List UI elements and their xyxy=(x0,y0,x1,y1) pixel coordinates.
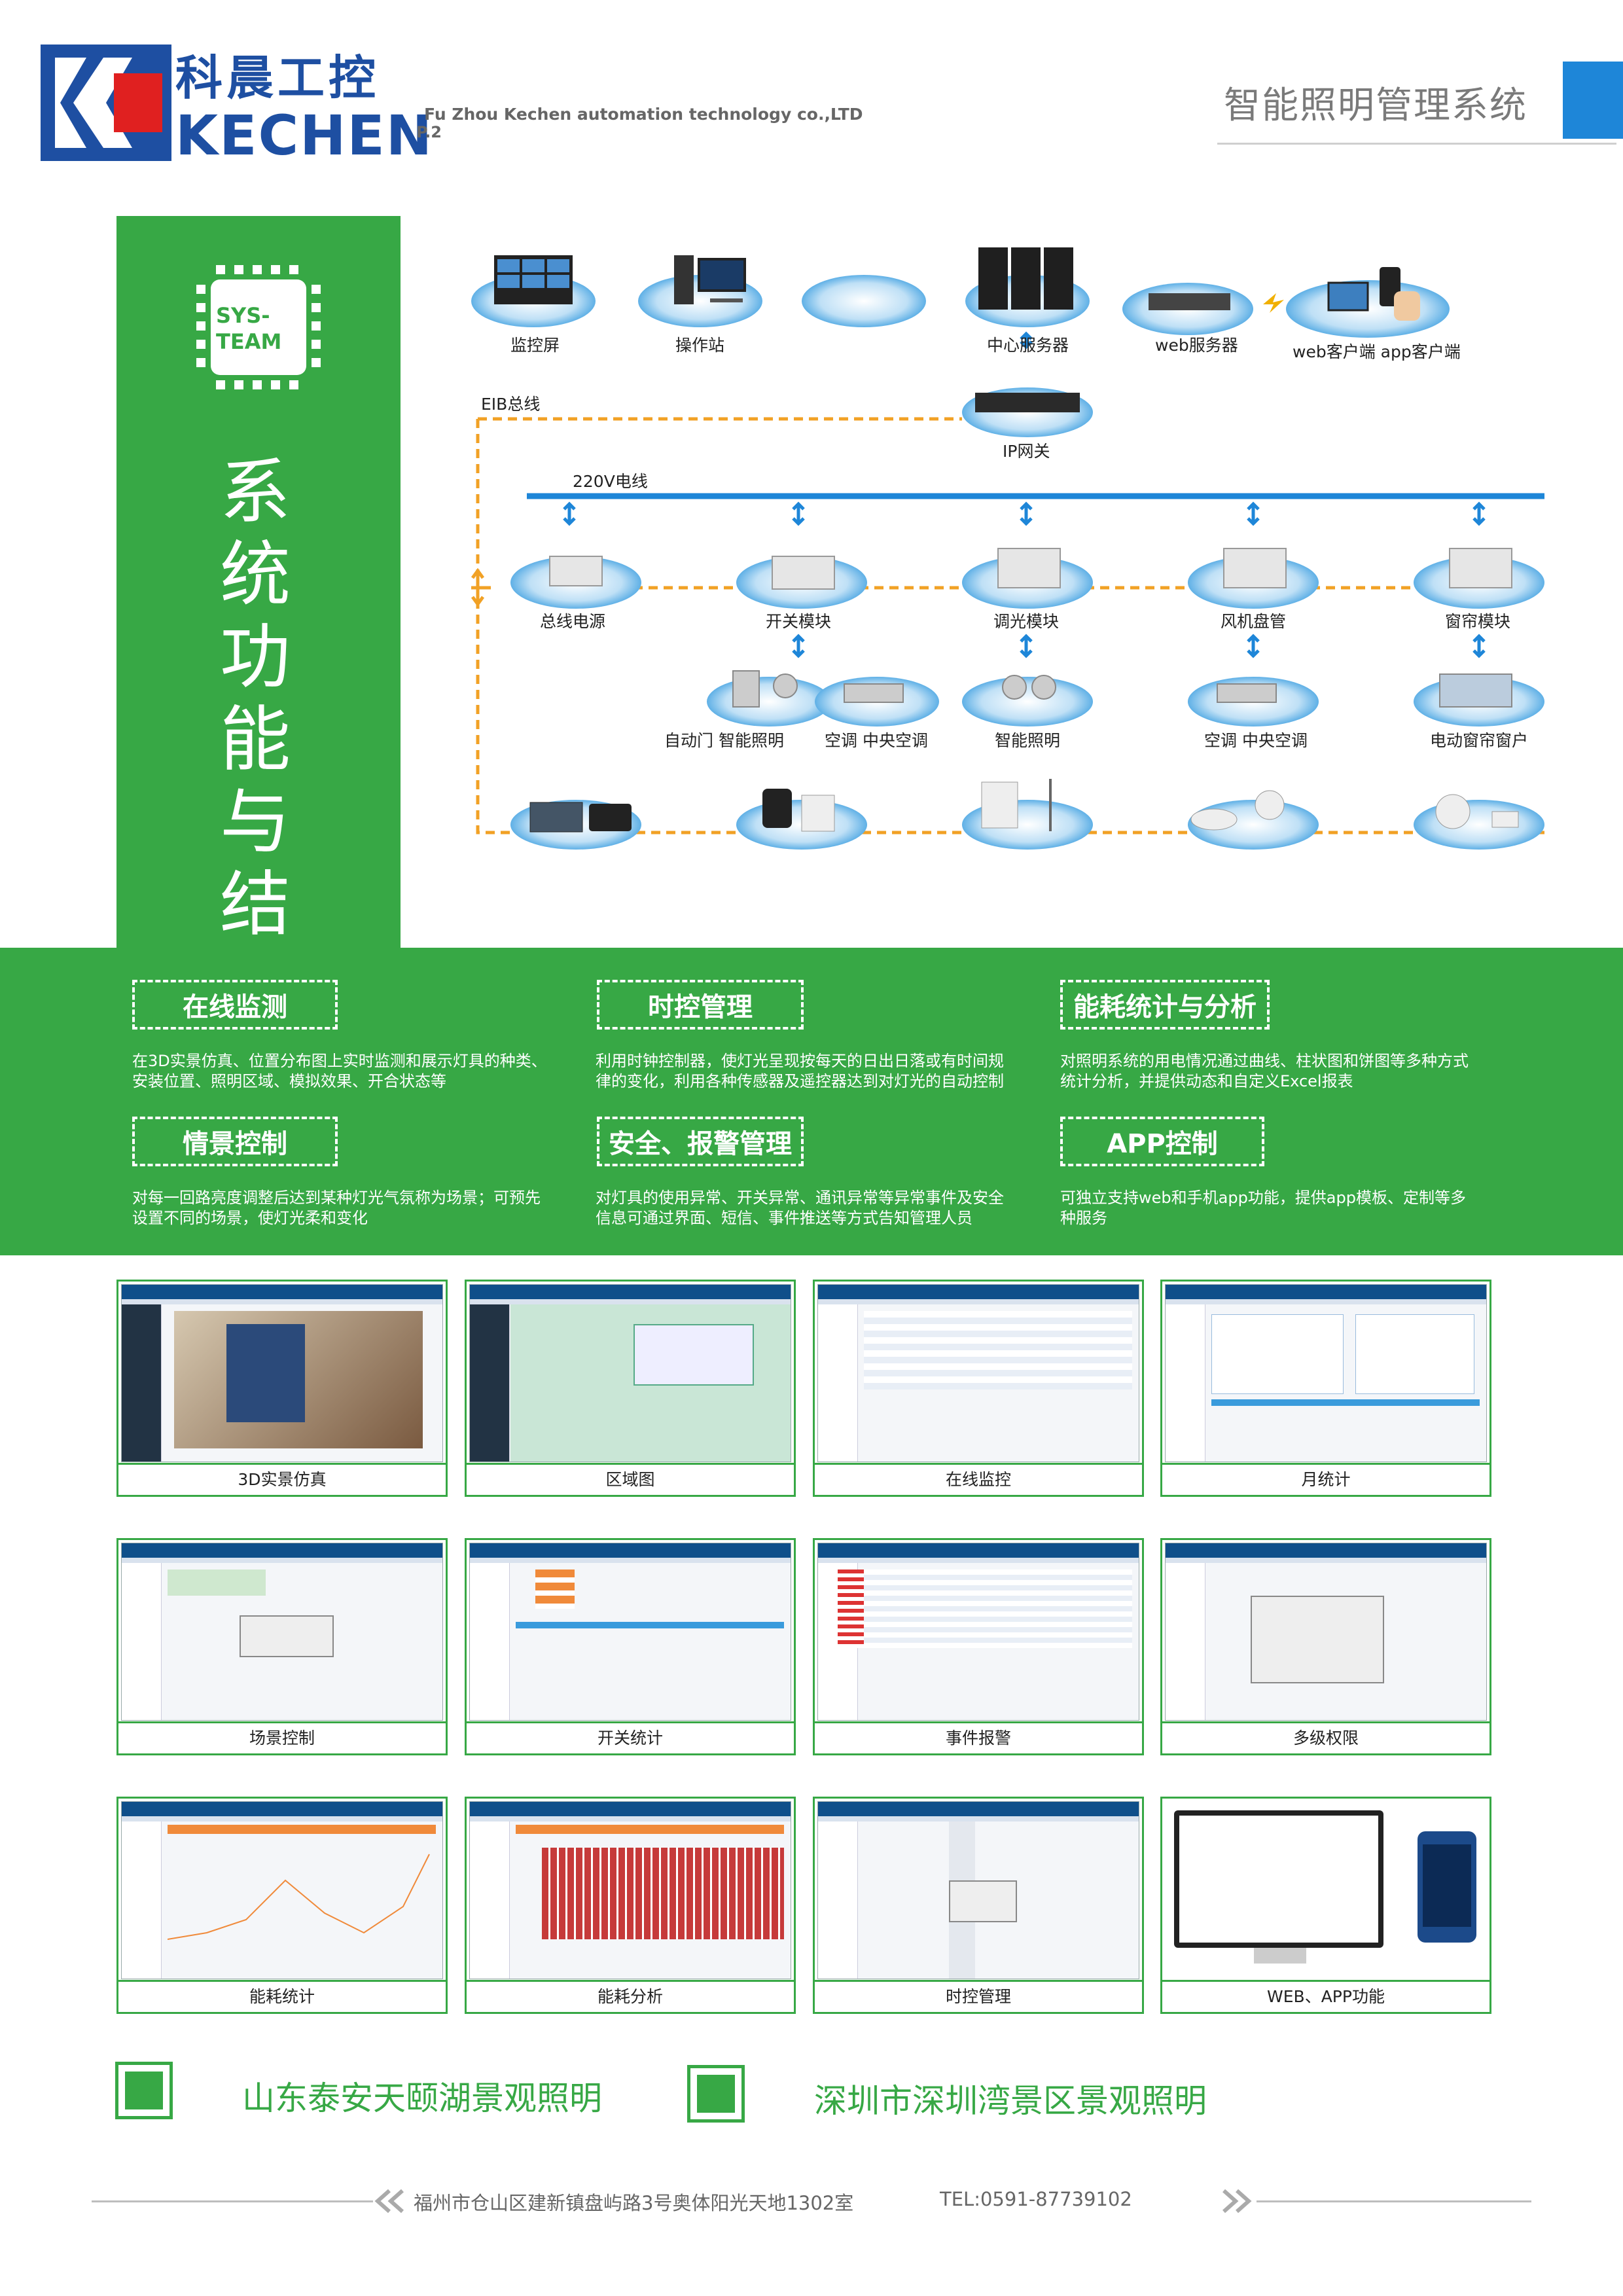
module-icons xyxy=(549,548,1512,590)
chip-icon xyxy=(196,265,321,389)
label-web-server: web服务器 xyxy=(1155,336,1238,355)
footer-line-right xyxy=(1257,2200,1531,2202)
feature-title-energy-stats: 能耗统计与分析 xyxy=(1060,980,1270,1030)
feature-desc-scene-control: 对每一回路亮度调整后达到某种灯光气氛称为场景；可预先设置不同的场景，使灯光柔和变… xyxy=(132,1189,541,1227)
system-title: 智能照明管理系统 xyxy=(1224,84,1527,127)
label-bus-power: 总线电源 xyxy=(540,612,606,631)
caption-energy-stats: 能耗统计 xyxy=(118,1980,446,2012)
label-220v-line: 220V电线 xyxy=(573,472,648,491)
label-operator-station: 操作站 xyxy=(675,336,725,355)
feature-desc-energy-stats: 对照明系统的用电情况通过曲线、柱状图和饼图等多种方式统计分析，并提供动态和自定义… xyxy=(1060,1052,1469,1090)
page-number: P.2 xyxy=(416,123,442,141)
energy-bar-chart-icon xyxy=(542,1848,784,1939)
screenshot-energy-stats: 能耗统计 xyxy=(116,1797,448,2014)
screenshot-online-monitor: 在线监控 xyxy=(813,1280,1144,1497)
energy-line-chart-icon xyxy=(168,1854,430,1940)
label-switch-module: 开关模块 xyxy=(766,612,832,631)
feature-title-safety-alarm: 安全、报警管理 xyxy=(597,1117,804,1166)
label-curtain-module: 窗帘模块 xyxy=(1445,612,1511,631)
caption-scene-control: 场景控制 xyxy=(118,1721,446,1753)
workstation-icon xyxy=(674,255,694,304)
section-title: 系统功能与结构 xyxy=(219,452,291,1028)
label-monitor-screen: 监控屏 xyxy=(510,336,560,355)
double-chevron-right-icon xyxy=(1222,2189,1252,2213)
label-central-server: 中心服务器 xyxy=(987,336,1069,355)
feature-desc-online-monitor: 在3D实景仿真、位置分布图上实时监测和展示灯具的种类、安装位置、照明区域、模拟效… xyxy=(132,1052,547,1090)
label-clients: web客户端 app客户端 xyxy=(1293,342,1461,361)
feature-title-online-monitor: 在线监测 xyxy=(132,980,338,1030)
wireless-icon xyxy=(1263,293,1284,313)
caption-online-monitor: 在线监控 xyxy=(815,1463,1142,1495)
top-device-platforms xyxy=(471,275,1253,335)
logo-chinese-name: 科晨工控 xyxy=(175,50,380,105)
screenshot-area-map: 区域图 xyxy=(465,1280,796,1497)
footer-tel: TEL:0591-87739102 xyxy=(940,2188,1132,2210)
caption-energy-analysis: 能耗分析 xyxy=(467,1980,794,2012)
label-dimming-module: 调光模块 xyxy=(993,612,1060,631)
header-divider xyxy=(1217,143,1616,145)
caption-3d-simulation: 3D实景仿真 xyxy=(118,1463,446,1495)
footer-address: 福州市仓山区建新镇盘屿路3号奥体阳光天地1302室 xyxy=(414,2192,854,2214)
project-shenzhen: 深圳市深圳湾景区景观照明 xyxy=(814,2082,1207,2120)
web-server-icon xyxy=(1149,293,1230,310)
label-air-conditioner-1: 空调 中央空调 xyxy=(825,731,928,750)
screenshot-energy-analysis: 能耗分析 xyxy=(465,1797,796,2014)
feature-title-scene-control: 情景控制 xyxy=(132,1117,338,1166)
sensor-icons xyxy=(529,779,1519,833)
feature-band xyxy=(0,948,1623,1255)
screenshot-scene-control: 场景控制 xyxy=(116,1538,448,1755)
caption-switch-stats: 开关统计 xyxy=(467,1721,794,1753)
screenshot-3d-simulation: 3D实景仿真 xyxy=(116,1280,448,1497)
caption-multi-permission: 多级权限 xyxy=(1162,1721,1489,1753)
kechen-logo-icon xyxy=(41,45,171,161)
caption-time-control: 时控管理 xyxy=(815,1980,1142,2012)
header-accent-block xyxy=(1563,62,1623,139)
sensor-platforms xyxy=(510,800,1544,850)
web-client-icon xyxy=(1327,281,1369,312)
feature-desc-time-control: 利用时钟控制器，使灯光呈现按每天的日出日落或有时间规律的变化，利用各种传感器及遥… xyxy=(596,1052,1004,1090)
label-air-conditioner-2: 空调 中央空调 xyxy=(1204,731,1308,750)
label-fan-coil: 风机盘管 xyxy=(1221,612,1287,631)
project-bullet-icon xyxy=(687,2065,745,2123)
caption-web-app: WEB、APP功能 xyxy=(1162,1980,1489,2012)
screenshot-multi-permission: 多级权限 xyxy=(1160,1538,1491,1755)
logo-english-name: KECHEN xyxy=(175,103,434,168)
monitor-icon xyxy=(1174,1810,1383,1948)
caption-monthly-stats: 月统计 xyxy=(1162,1463,1489,1495)
screenshot-event-alarm: 事件报警 xyxy=(813,1538,1144,1755)
caption-event-alarm: 事件报警 xyxy=(815,1721,1142,1753)
central-server-icon xyxy=(978,247,1073,310)
label-ip-gateway: IP网关 xyxy=(1003,442,1050,461)
caption-area-map: 区域图 xyxy=(467,1463,794,1495)
load-platforms xyxy=(707,677,1544,726)
label-smart-lighting: 智能照明 xyxy=(995,731,1061,750)
ip-gateway-icon xyxy=(975,393,1080,412)
chip-label: SYS- TEAM xyxy=(216,303,282,354)
label-eib-bus: EIB总线 xyxy=(481,395,541,414)
screenshot-time-control: 时控管理 xyxy=(813,1797,1144,2014)
double-chevron-left-icon xyxy=(374,2189,404,2213)
feature-desc-app-control: 可独立支持web和手机app功能，提供app模板、定制等多种服务 xyxy=(1060,1189,1466,1227)
feature-desc-safety-alarm: 对灯具的使用异常、开关异常、通讯异常等异常事件及安全信息可通过界面、短信、事件推… xyxy=(596,1189,1004,1227)
screenshot-web-app: WEB、APP功能 xyxy=(1160,1797,1491,2014)
feature-title-time-control: 时控管理 xyxy=(597,980,804,1030)
screenshot-switch-stats: 开关统计 xyxy=(465,1538,796,1755)
label-electric-curtain: 电动窗帘窗户 xyxy=(1430,731,1529,750)
smartphone-icon xyxy=(1418,1831,1476,1943)
label-auto-door-lighting: 自动门 智能照明 xyxy=(664,731,784,750)
load-icons xyxy=(732,670,1512,708)
project-bullet-icon xyxy=(115,2062,173,2119)
system-architecture-diagram: 监控屏 操作站 中心服务器 web服务器 web客户端 app客户端 IP网关 … xyxy=(458,236,1558,870)
company-name: Fu Zhou Kechen automation technology co.… xyxy=(424,105,863,124)
feature-title-app-control: APP控制 xyxy=(1060,1117,1264,1166)
footer-line-left xyxy=(92,2200,373,2202)
screenshot-monthly-stats: 月统计 xyxy=(1160,1280,1491,1497)
project-taian: 山东泰安天颐湖景观照明 xyxy=(242,2079,602,2117)
